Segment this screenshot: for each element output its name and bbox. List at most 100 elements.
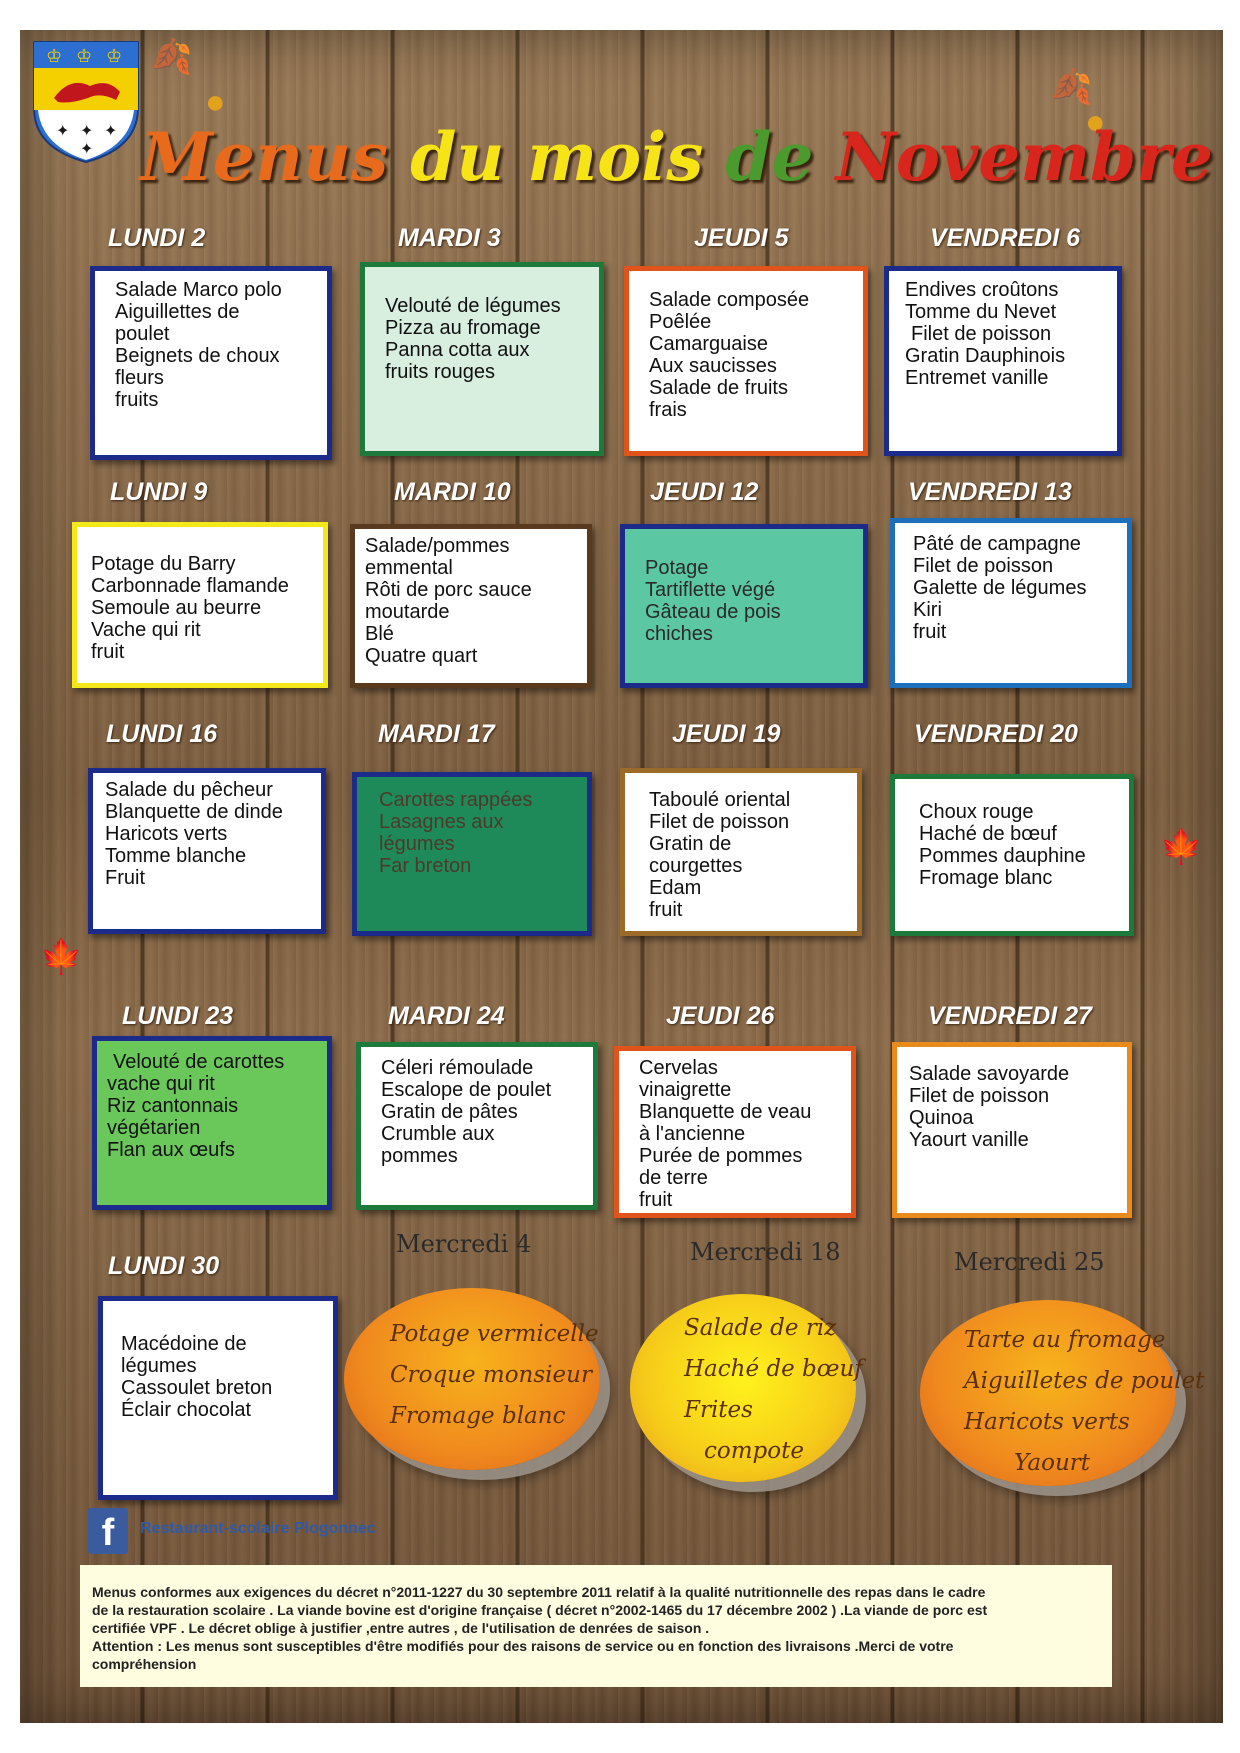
menu-box: Salade composée Poêlée Camarguaise Aux s… [624, 266, 868, 456]
menu-item: Flan aux œufs [107, 1139, 235, 1161]
menu-box: Choux rouge Haché de bœuf Pommes dauphin… [890, 774, 1134, 936]
legal-notice-line: certifiée VPF . Le décret oblige à justi… [92, 1620, 710, 1636]
day-header: LUNDI 30 [108, 1252, 220, 1280]
menu-box: Macédoine de légumes Cassoulet breton Éc… [98, 1296, 338, 1500]
menu-box: Céleri rémoulade Escalope de poulet Grat… [356, 1042, 598, 1210]
menu-box: Pâté de campagne Filet de poisson Galett… [890, 518, 1132, 688]
menu-item: Galette de légumes [913, 577, 1087, 599]
menu-box: Velouté de légumes Pizza au fromage Pann… [360, 262, 604, 456]
facebook-page-link[interactable]: Restaurant-scolaire Plogonnec [140, 1520, 376, 1537]
menu-item: frais [649, 399, 687, 421]
facebook-icon[interactable]: f [88, 1508, 128, 1554]
day-header: LUNDI 16 [106, 720, 218, 748]
menu-item: Purée de pommes [639, 1145, 803, 1167]
menu-item: Pommes dauphine [919, 845, 1086, 867]
menu-item: Entremet vanille [905, 367, 1049, 389]
menu-box: Salade/pommes emmental Rôti de porc sauc… [350, 524, 592, 688]
menu-item: fleurs [115, 367, 164, 389]
menu-item: Riz cantonnais [107, 1095, 239, 1117]
apple-icon: ● [1085, 103, 1106, 141]
menu-item: Far breton [379, 855, 472, 877]
menu-item: Panna cotta aux [385, 339, 530, 361]
menu-item: Camarguaise [649, 333, 768, 355]
wednesday-header: Mercredi 18 [690, 1238, 841, 1266]
menu-item: Gratin de [649, 833, 732, 855]
day-header: MARDI 17 [378, 720, 495, 748]
menu-item: poulet [115, 323, 170, 345]
title-word-menus: Menus [140, 118, 389, 196]
menu-item: Salade de fruits [649, 377, 788, 399]
menu-box: Salade du pêcheur Blanquette de dinde Ha… [88, 768, 326, 934]
menu-item: Blé [365, 623, 394, 645]
menu-item: Beignets de choux [115, 345, 280, 367]
svg-text:✦: ✦ [104, 123, 117, 140]
menu-item: Blanquette de dinde [105, 801, 283, 823]
menu-item: légumes [379, 833, 455, 855]
menu-item: Aux saucisses [649, 355, 777, 377]
menu-item: Fromage blanc [919, 867, 1053, 889]
day-header: MARDI 3 [398, 224, 501, 252]
title-word-de: de [725, 118, 814, 196]
menu-item: Gratin de pâtes [381, 1101, 518, 1123]
menu-item: Salade Marco polo [115, 279, 282, 301]
menu-item: Haché de bœuf [919, 823, 1057, 845]
menu-item: Croque monsieur [390, 1362, 592, 1388]
day-header: VENDREDI 13 [908, 478, 1072, 506]
wednesday-menu: Salade de riz Haché de bœuf Frites compo… [630, 1294, 863, 1482]
menu-item: Tarte au fromage [964, 1327, 1166, 1353]
menu-item: Yaourt vanille [909, 1129, 1029, 1151]
menu-item: Fromage blanc [390, 1403, 566, 1429]
menu-box: Potage du Barry Carbonnade flamande Semo… [72, 522, 328, 688]
menu-item: Filet de poisson [649, 811, 790, 833]
menu-item: Fruit [105, 867, 145, 889]
menu-item: Haricots verts [964, 1409, 1130, 1435]
day-header: JEUDI 19 [672, 720, 781, 748]
day-header: MARDI 10 [394, 478, 511, 506]
svg-text:✦: ✦ [56, 123, 69, 140]
menu-item: Rôti de porc sauce [365, 579, 532, 601]
legal-notice-line: Attention : Les menus sont susceptibles … [92, 1638, 954, 1654]
legal-notice-line: Menus conformes aux exigences du décret … [92, 1584, 986, 1600]
menu-item: Tomme blanche [105, 845, 247, 867]
menu-item: fruit [913, 621, 947, 643]
menu-item: Céleri rémoulade [381, 1057, 534, 1079]
menu-item: Lasagnes aux [379, 811, 504, 833]
menu-item: Cervelas [639, 1057, 718, 1079]
day-header: JEUDI 26 [666, 1002, 775, 1030]
menu-item: végétarien [107, 1117, 201, 1139]
menu-item: pommes [381, 1145, 458, 1167]
autumn-leaf-icon: 🍁 [1160, 828, 1203, 866]
menu-box: Carottes rappées Lasagnes aux légumes Fa… [352, 772, 592, 936]
menu-item: emmental [365, 557, 453, 579]
menu-item: fruits rouges [385, 361, 496, 383]
menu-item: Blanquette de veau [639, 1101, 812, 1123]
menu-item: Edam [649, 877, 702, 899]
menu-item: Yaourt [1014, 1450, 1091, 1476]
apple-icon: ● [205, 83, 226, 121]
menu-box: Potage Tartiflette végé Gâteau de pois c… [620, 524, 868, 688]
menu-item: courgettes [649, 855, 743, 877]
menu-box: Salade savoyarde Filet de poisson Quinoa… [892, 1042, 1132, 1218]
legal-notice-line: compréhension [92, 1656, 197, 1672]
menu-item: Potage du Barry [91, 553, 236, 575]
menu-item: de terre [639, 1167, 708, 1189]
wednesday-menu: Potage vermicelle Croque monsieur Fromag… [344, 1288, 600, 1470]
menu-item: Macédoine de [121, 1333, 247, 1355]
menu-item: Salade du pêcheur [105, 779, 273, 801]
menu-item: vinaigrette [639, 1079, 732, 1101]
coat-of-arms-icon: ♔ ♔ ♔ ✦ ✦ ✦ ✦ [33, 41, 139, 164]
menu-item: Velouté de carottes [113, 1051, 285, 1073]
title-word-novembre: Novembre [835, 118, 1213, 196]
menu-item: Carbonnade flamande [91, 575, 289, 597]
legal-notice: Menus conformes aux exigences du décret … [80, 1565, 1112, 1687]
menu-box: Cervelas vinaigrette Blanquette de veau … [614, 1046, 856, 1218]
menu-item: Gâteau de pois [645, 601, 781, 623]
menu-item: Pizza au fromage [385, 317, 541, 339]
menu-item: Vache qui rit [91, 619, 201, 641]
menu-item: Filet de poisson [911, 323, 1052, 345]
menu-item: Escalope de poulet [381, 1079, 552, 1101]
menu-item: Éclair chocolat [121, 1399, 252, 1421]
menu-item: Potage vermicelle [390, 1321, 599, 1347]
menu-item: Haché de bœuf [684, 1356, 863, 1382]
